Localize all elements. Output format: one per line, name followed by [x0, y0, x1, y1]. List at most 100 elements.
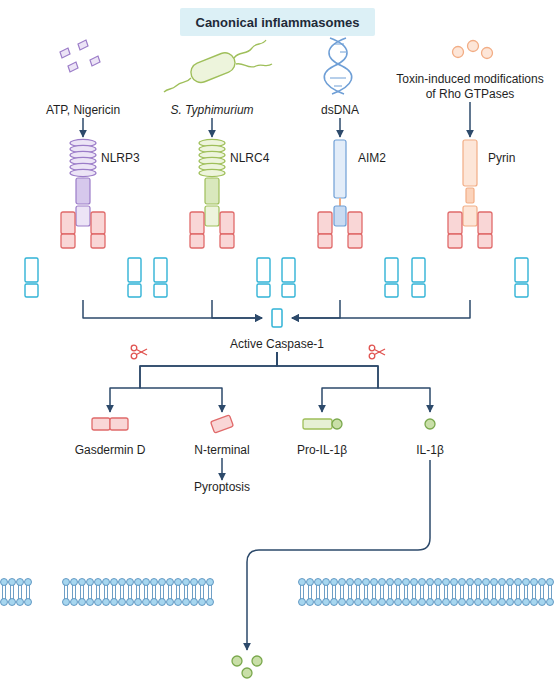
cleavage-product: Gasdermin D	[88, 412, 132, 458]
lipid-tail	[380, 585, 381, 592]
lipid-tail	[155, 585, 156, 592]
lipid-head	[355, 599, 362, 606]
lipid-tail	[29, 585, 30, 592]
lipid-tail	[327, 592, 328, 599]
lipid-head	[411, 579, 418, 586]
lipid-head	[419, 599, 426, 606]
lipid-tail	[479, 592, 480, 599]
lipid-tail	[195, 585, 196, 592]
active-caspase-icon	[272, 309, 282, 327]
node-label: Pro-IL-1β	[297, 443, 347, 458]
lipid-tail	[168, 585, 169, 592]
lipid-tail	[356, 592, 357, 599]
lipid-tail	[359, 585, 360, 592]
lipid-tail	[516, 592, 517, 599]
gasdermin-icon	[110, 418, 128, 430]
lipid-head	[151, 599, 158, 606]
lipid-tail	[527, 592, 528, 599]
lipid-tail	[431, 585, 432, 592]
lipid-tail	[471, 592, 472, 599]
lipid-tail	[540, 585, 541, 592]
lipid-head	[307, 599, 314, 606]
lipid-tail	[120, 585, 121, 592]
lipid-tail	[21, 592, 22, 599]
lipid-tail	[144, 592, 145, 599]
lipid-tail	[144, 585, 145, 592]
lipid-tail	[388, 585, 389, 592]
lipid-tail	[128, 585, 129, 592]
lipid-tail	[80, 592, 81, 599]
lipid-tail	[13, 585, 14, 592]
asc-caspase-unit	[412, 212, 528, 297]
flow-arrow	[292, 300, 470, 318]
lipid-tail	[179, 585, 180, 592]
lipid-head	[531, 599, 538, 606]
lipid-tail	[171, 585, 172, 592]
lipid-tail	[123, 592, 124, 599]
node-label: N-terminal	[194, 443, 249, 458]
flow-arrow	[83, 300, 262, 318]
lipid-tail	[187, 585, 188, 592]
flow-arrow	[212, 300, 262, 318]
lipid-tail	[176, 585, 177, 592]
lipid-tail	[508, 592, 509, 599]
lipid-tail	[444, 585, 445, 592]
lipid-tail	[83, 592, 84, 599]
lipid-tail	[208, 585, 209, 592]
lipid-tail	[359, 592, 360, 599]
cell-membrane	[1, 579, 554, 606]
lipid-head	[507, 599, 514, 606]
lipid-tail	[64, 592, 65, 599]
flow-arrow	[211, 118, 213, 137]
lipid-head	[419, 579, 426, 586]
lipid-tail	[327, 585, 328, 592]
lipid-head	[127, 579, 134, 586]
lipid-tail	[332, 592, 333, 599]
released-il1b	[232, 656, 262, 678]
lipid-head	[63, 579, 70, 586]
lipid-tail	[67, 592, 68, 599]
lipid-tail	[364, 592, 365, 599]
node-label: S. Typhimurium	[170, 103, 253, 118]
lipid-tail	[388, 592, 389, 599]
lipid-tail	[176, 592, 177, 599]
lipid-head	[183, 599, 190, 606]
stimulus-label: dsDNA	[300, 40, 380, 118]
lipid-head	[475, 599, 482, 606]
toxin-icon	[453, 47, 464, 58]
lipid-tail	[303, 585, 304, 592]
lipid-tail	[412, 585, 413, 592]
lipid-tail	[200, 592, 201, 599]
lipid-head	[371, 599, 378, 606]
lipid-head	[387, 579, 394, 586]
node-label: Toxin-induced modifications of Rho GTPas…	[390, 72, 550, 102]
lipid-tail	[444, 592, 445, 599]
lipid-tail	[540, 592, 541, 599]
lipid-tail	[319, 592, 320, 599]
lipid-tail	[187, 592, 188, 599]
flow-arrow	[292, 300, 340, 318]
b30-domain	[463, 140, 477, 186]
lipid-tail	[468, 585, 469, 592]
released-il1b	[252, 656, 262, 666]
toxin-icon	[453, 41, 493, 59]
lipid-tail	[80, 585, 81, 592]
released-il1b	[242, 668, 252, 678]
lipid-tail	[88, 592, 89, 599]
lipid-tail	[495, 592, 496, 599]
lipid-tail	[72, 585, 73, 592]
lipid-tail	[139, 585, 140, 592]
lipid-tail	[479, 585, 480, 592]
lipid-head	[499, 599, 506, 606]
lipid-tail	[487, 585, 488, 592]
lipid-tail	[160, 592, 161, 599]
lipid-head	[299, 599, 306, 606]
lipid-tail	[96, 592, 97, 599]
lipid-head	[103, 579, 110, 586]
lipid-head	[347, 599, 354, 606]
lipid-head	[143, 599, 150, 606]
lipid-head	[395, 579, 402, 586]
lipid-tail	[447, 592, 448, 599]
lipid-tail	[391, 585, 392, 592]
